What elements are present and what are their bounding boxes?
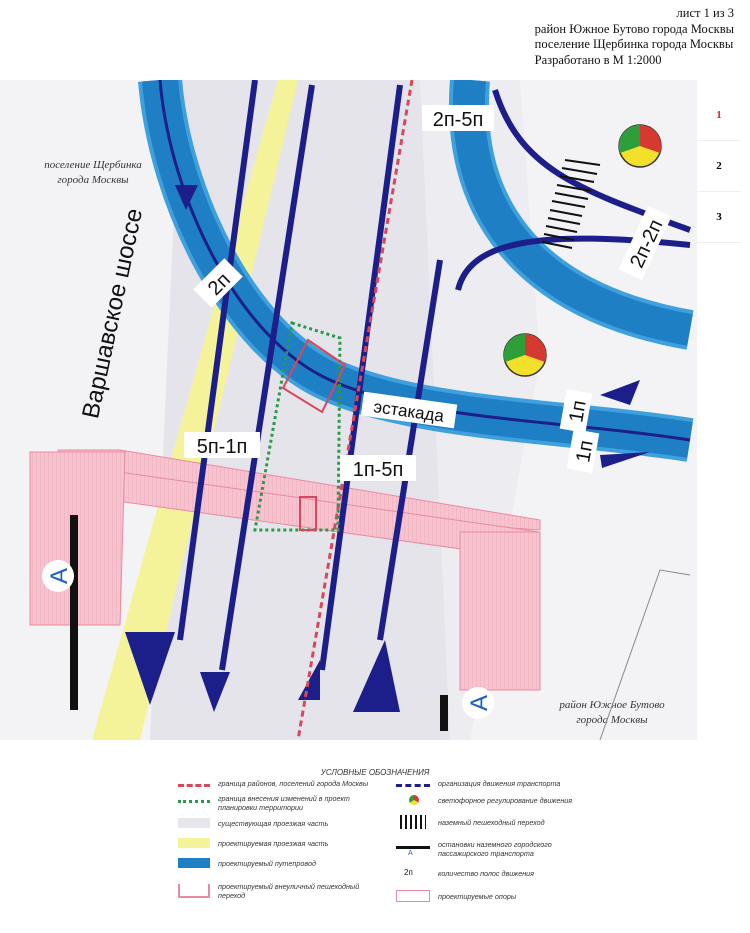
legend-text-transit-stop: остановки наземного городского пассажирс… (438, 840, 552, 858)
header-scale: Разработано в М 1:2000 (534, 52, 662, 67)
area-right-line2: города Москвы (576, 714, 648, 726)
transit-stop-letter-west: А (46, 568, 73, 584)
transit-stop-icon-west (42, 560, 74, 592)
lane-label-1p-b: 1п (572, 439, 597, 464)
pedestrian-stair-east (459, 531, 541, 691)
transit-stop-bar-east (440, 695, 448, 731)
legend-symbol-traffic-org (396, 784, 430, 787)
lane-label-box-6 (184, 432, 260, 458)
overpass-label-box (360, 391, 458, 429)
legend-symbol-existing-roadway (178, 818, 210, 828)
lane-label-box-1 (422, 105, 494, 131)
legend-symbol-planned-supports (396, 890, 430, 902)
map-canvas: А А 2п-5п 2п-2п 2п 1п 1п 5п-1п 1п-5п эст… (0, 80, 697, 740)
planned-support-1 (281, 338, 347, 414)
legend-text-planned-roadway: проектируемая проезжая часть (218, 839, 329, 848)
lane-label-box-7 (340, 455, 416, 481)
legend-symbol-lane-count: 2п (404, 868, 413, 877)
legend-text-planned-supports: проектируемые опоры (438, 892, 517, 901)
legend-symbol-planned-roadway (178, 838, 210, 848)
transit-stop-icon-east (462, 687, 494, 719)
traffic-arrows (125, 185, 650, 712)
transit-stop-bar-west (70, 515, 78, 710)
legend-symbol-change-boundary (178, 800, 210, 803)
sheet-tab-2[interactable]: 2 (697, 141, 741, 192)
legend-symbol-traffic-light (409, 795, 419, 805)
legend-text-planned-overpass: проектируемый путепровод (218, 859, 316, 868)
lane-label-box-3 (193, 258, 243, 308)
lane-label-1p-a: 1п (565, 399, 590, 424)
legend-text-lane-count: количество полос движения (438, 869, 534, 878)
legend-text-ground-crossing: наземный пешеходный переход (438, 818, 545, 827)
lane-label-box-4 (559, 389, 593, 433)
legend-symbol-planned-overpass (178, 858, 210, 868)
legend-title: УСЛОВНЫЕ ОБОЗНАЧЕНИЯ (320, 768, 430, 777)
legend-symbol-stop-letter: А (408, 850, 413, 857)
legend-text-traffic-light: светофорное регулирование движения (438, 796, 573, 805)
area-right-line1: район Южное Бутово (558, 699, 665, 711)
traffic-light-north (618, 124, 662, 168)
sheet-number: лист 1 из 3 (676, 6, 734, 20)
lane-label-box-2 (618, 205, 672, 281)
sheet-navigation: 1 2 3 (697, 90, 741, 243)
planned-support-2 (299, 496, 317, 531)
building-outline (599, 569, 691, 740)
sheet-header: лист 1 из 3 район Южное Бутово города Мо… (535, 6, 734, 68)
legend-symbol-ground-crossing (400, 815, 426, 829)
change-boundary (253, 321, 342, 532)
legend-text-traffic-org: организация движения транспорта (438, 779, 561, 788)
district-boundary (296, 80, 414, 740)
legend-text-change-boundary: граница внесения изменений в проект план… (218, 794, 350, 812)
transit-stop-letter-east: А (466, 695, 493, 711)
legend: УСЛОВНЫЕ ОБОЗНАЧЕНИЯ граница районов, по… (0, 760, 750, 933)
lane-label-1p-5p: 1п-5п (353, 459, 404, 481)
area-left-line1: поселение Щербинка (44, 159, 142, 171)
ground-crossing (541, 159, 601, 249)
planned-roadway (92, 80, 298, 740)
traffic-light-south (503, 333, 547, 377)
area-left-line2: города Москвы (57, 174, 129, 186)
legend-text-district-boundary: граница районов, поселений города Москвы (218, 779, 369, 788)
sheet-tab-3[interactable]: 3 (697, 192, 741, 243)
sheet-tab-1[interactable]: 1 (697, 90, 741, 141)
legend-symbol-pedestrian-crossing (178, 884, 210, 898)
legend-symbol-transit-stop (396, 846, 430, 849)
legend-text-existing-roadway: существующая проезжая часть (218, 819, 329, 828)
lane-label-2p-5p: 2п-5п (433, 109, 484, 131)
lane-label-box-5 (566, 429, 600, 473)
legend-symbol-district-boundary (178, 784, 210, 787)
header-settlement: поселение Щербинка города Москвы (534, 37, 734, 51)
header-district: район Южное Бутово города Москвы (534, 21, 734, 36)
lane-label-5p-1p: 5п-1п (197, 436, 248, 458)
legend-text-pedestrian-crossing: проектируемый внеуличный пешеходный пере… (218, 882, 360, 900)
